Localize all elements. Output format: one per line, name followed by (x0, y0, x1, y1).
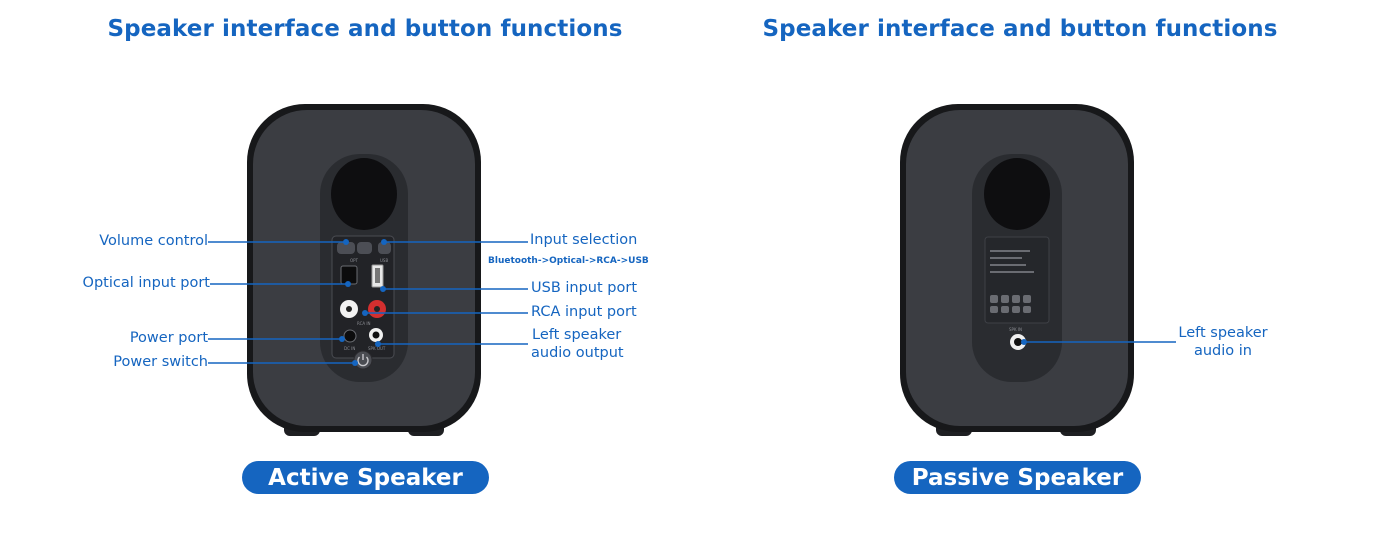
label-input-selection: Input selection (530, 232, 638, 248)
label-input-cycle: Bluetooth->Optical->RCA->USB (488, 256, 649, 266)
label-usb-input-port: USB input port (531, 280, 638, 296)
label-power-port: Power port (129, 330, 208, 346)
label-rca-input-port: RCA input port (531, 304, 637, 320)
label-volume-control: Volume control (99, 233, 208, 249)
svg-text:SPK IN: SPK IN (1009, 327, 1022, 332)
active-speaker-panel: Speaker interface and button functions O… (82, 16, 649, 494)
bass-port (331, 158, 397, 230)
label-optical-input-port: Optical input port (82, 275, 210, 291)
passive-speaker-illustration: SPK IN (900, 104, 1176, 436)
volume-down-button (337, 242, 355, 254)
svg-text:SPK OUT: SPK OUT (368, 346, 386, 351)
active-speaker-illustration: OPT USB RCA IN DC IN SPK OUT (208, 104, 528, 436)
volume-up-button (357, 242, 372, 254)
passive-speaker-panel: Speaker interface and button functions S… (700, 0, 1400, 560)
label-left-speaker-output-line2: audio output (531, 345, 624, 361)
svg-text:DC IN: DC IN (344, 346, 355, 351)
label-left-speaker-in-line1: Left speaker (1178, 325, 1268, 341)
label-left-speaker-in-line2: audio in (1193, 343, 1252, 359)
dc-power-port (343, 329, 357, 343)
label-power-switch: Power switch (113, 354, 208, 370)
active-panel-title: Speaker interface and button functions (107, 16, 623, 42)
passive-speaker-badge: Passive Speaker (894, 461, 1141, 494)
label-left-speaker-output-line1: Left speaker (532, 327, 622, 343)
svg-text:USB: USB (380, 258, 388, 263)
svg-text:RCA IN: RCA IN (357, 321, 371, 326)
input-select-button (378, 242, 391, 254)
passive-panel-title: Speaker interface and button functions (762, 16, 1278, 42)
active-speaker-badge: Active Speaker (242, 461, 489, 494)
bass-port (984, 158, 1050, 230)
svg-text:OPT: OPT (350, 258, 359, 263)
